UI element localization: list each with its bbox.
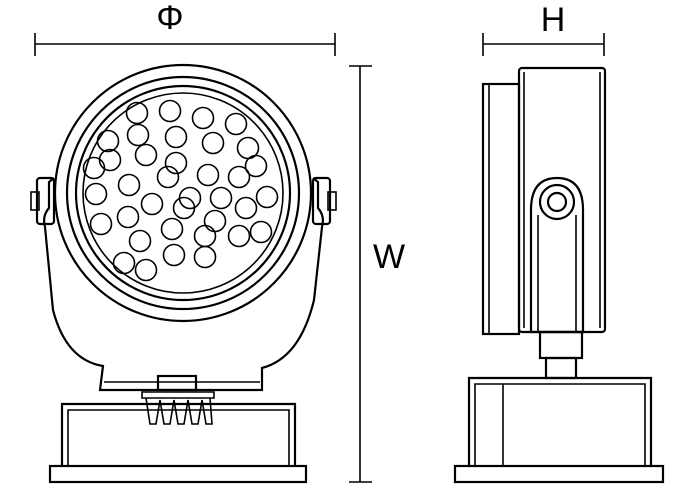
led-22 [255, 185, 279, 209]
led-23 [89, 212, 113, 236]
front-base-plate [48, 464, 308, 484]
diameter-dimension: Φ [34, 0, 336, 56]
led-13 [164, 151, 188, 175]
side-stem-lower [544, 356, 578, 380]
side-arm-inner [537, 215, 577, 332]
connector-cable-fins [145, 397, 213, 425]
led-3 [191, 106, 215, 130]
bracket-right-screw [327, 191, 337, 211]
led-5 [96, 129, 120, 153]
connector-ring [141, 391, 215, 399]
front-base-inner [67, 409, 290, 466]
led-35 [134, 258, 158, 282]
side-lamp-body [481, 66, 607, 336]
side-stem [538, 330, 584, 380]
led-37 [193, 245, 217, 269]
side-pivot-inner [546, 191, 568, 213]
bracket-left-knob [35, 176, 56, 226]
led-6 [126, 123, 150, 147]
led-17 [84, 182, 108, 206]
led-33 [227, 224, 251, 248]
bracket-left-arm [43, 177, 55, 228]
led-2 [158, 99, 182, 123]
led-21 [209, 186, 233, 210]
led-32 [193, 224, 217, 248]
led-30 [128, 229, 152, 253]
side-base-plate [453, 464, 665, 484]
connector-nut [156, 374, 198, 392]
led-25 [140, 192, 164, 216]
front-base-box [60, 402, 297, 466]
housing-bezel-ring [65, 75, 301, 311]
led-1 [125, 101, 149, 125]
led-14 [196, 163, 220, 187]
front-housing [53, 63, 313, 323]
led-16 [244, 154, 268, 178]
led-10 [82, 156, 106, 180]
side-base-inner [474, 383, 646, 466]
led-array [82, 99, 279, 282]
diameter-label: Φ [156, 0, 183, 37]
side-base-box [467, 376, 653, 466]
led-19 [156, 165, 180, 189]
housing-inner-ring [74, 84, 292, 302]
led-8 [201, 131, 225, 155]
led-27 [203, 209, 227, 233]
front-view [30, 63, 337, 484]
height-dimension: H [482, 1, 605, 56]
bracket-right-knob [311, 176, 332, 226]
front-connector [141, 374, 215, 425]
led-12 [134, 143, 158, 167]
side-base [453, 376, 665, 484]
led-18 [117, 173, 141, 197]
led-26 [172, 196, 196, 220]
bracket-right-arm [312, 177, 324, 228]
housing-outer-ring [53, 63, 313, 323]
led-34 [249, 220, 273, 244]
front-base [48, 402, 308, 484]
led-36 [162, 243, 186, 267]
width-label: W [373, 238, 405, 276]
led-15 [227, 165, 251, 189]
housing-lens-ring [82, 92, 284, 294]
side-arm-outline [529, 176, 585, 334]
led-31 [160, 217, 184, 241]
height-label: H [541, 1, 566, 39]
bracket-outer [43, 226, 324, 392]
bracket-left-screw [30, 191, 40, 211]
front-bracket [30, 176, 337, 392]
width-dimension: W [349, 65, 405, 483]
side-view [453, 66, 665, 484]
side-bracket-arm [529, 176, 585, 334]
led-28 [234, 196, 258, 220]
led-4 [224, 112, 248, 136]
led-24 [116, 205, 140, 229]
side-pivot-outer [538, 183, 576, 221]
led-29 [112, 251, 136, 275]
led-11 [98, 148, 122, 172]
side-stem-collar [538, 330, 584, 360]
led-7 [164, 125, 188, 149]
